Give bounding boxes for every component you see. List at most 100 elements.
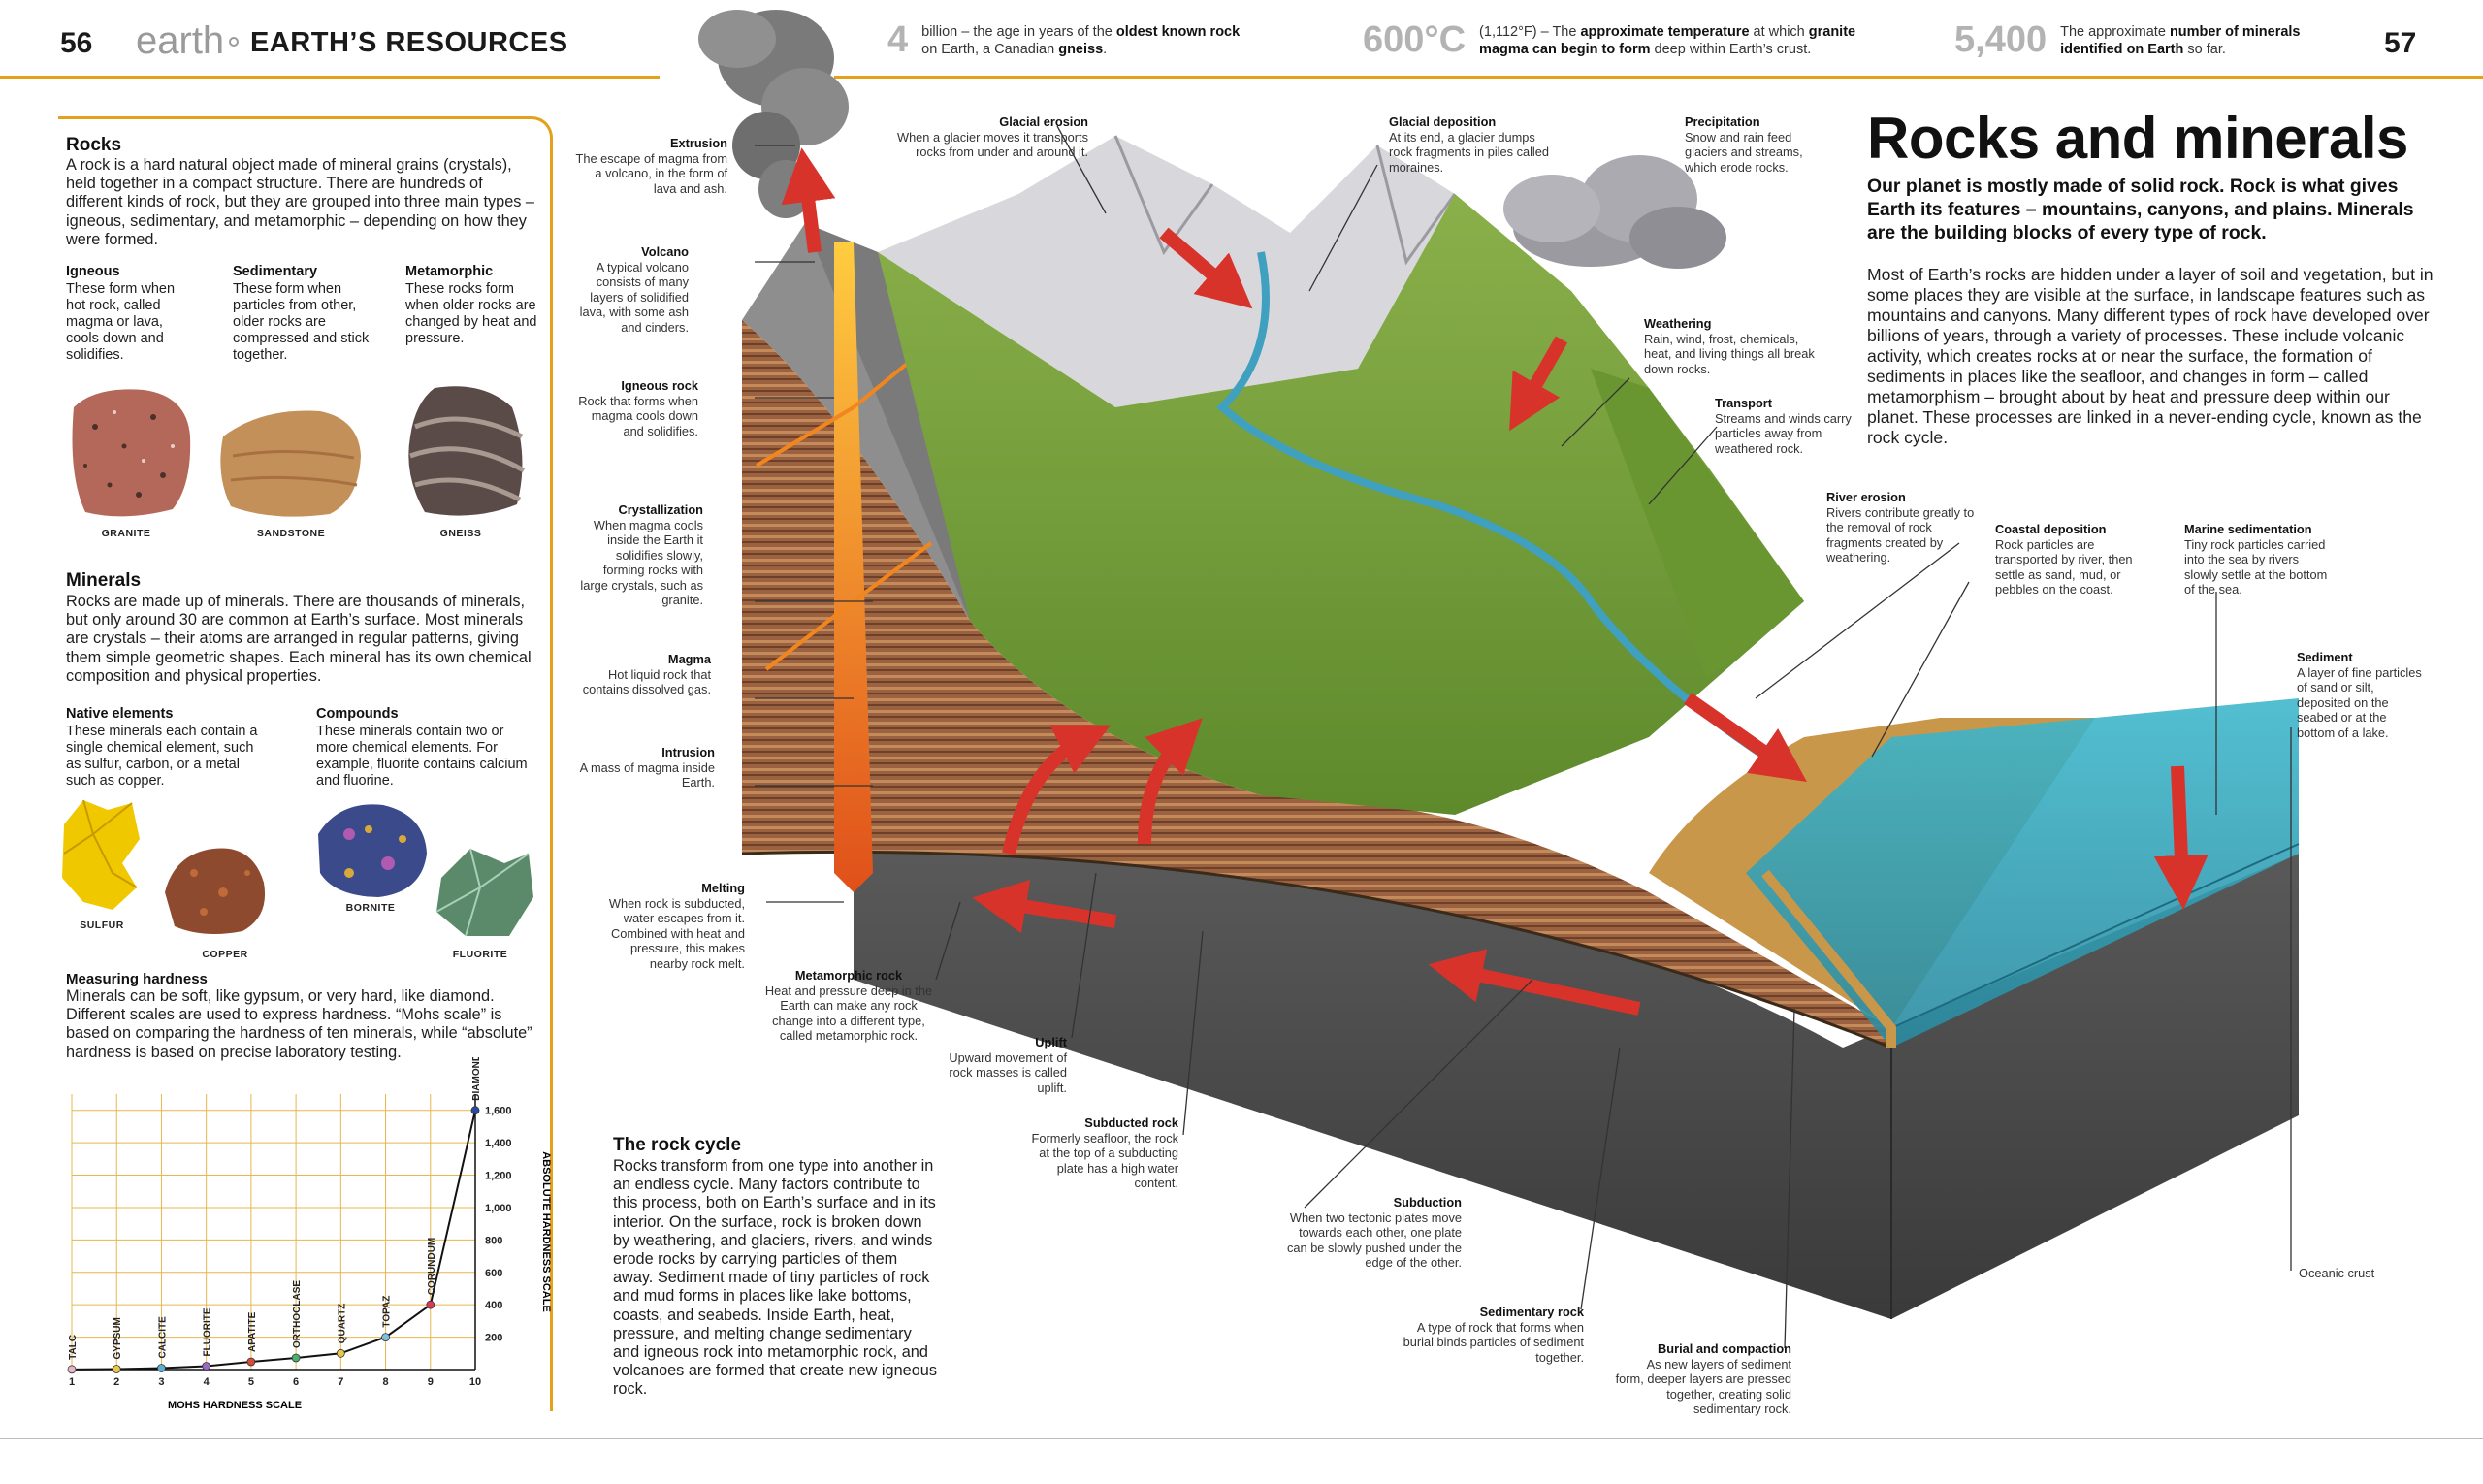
sidebar-panel [58,116,553,1411]
chart-point-label: ORTHOCLASE [292,1280,303,1348]
fact-text: billion – the age in years of the oldest… [921,23,1241,57]
bornite-sample [318,804,427,897]
fact-mineral-count: 5,400 The approximate number of minerals… [1954,19,2361,61]
brand-dot-icon [229,37,239,47]
minerals-heading: Minerals [66,570,142,591]
chart-point-label: QUARTZ [337,1304,347,1344]
page-header: 56 earth EARTH’S RESOURCES 4 billion – t… [0,0,2483,81]
label-oceanic-crust: Oceanic crust [2299,1266,2375,1280]
chart-point [470,1106,480,1115]
igneous-title: Igneous [66,264,120,279]
chart-x-tick-label: 6 [293,1376,299,1388]
header-rule-right [834,76,2483,79]
rock-cycle-illustration [698,10,2300,1349]
header-rule-left [0,76,660,79]
body-paragraph: Most of Earth’s rocks are hidden under a… [1867,265,2434,447]
gneiss-sample [408,386,526,516]
fluorite-sample [435,848,533,937]
chart-y-tick-label: 800 [485,1235,502,1246]
chart-y-axis-label: ABSOLUTE HARDNESS SCALE [540,1151,552,1312]
process-arrows [781,147,2209,1016]
chart-point [426,1300,435,1309]
rock-cycle-heading: The rock cycle [613,1135,742,1155]
rock-cycle-text: Rocks transform from one type into anoth… [613,1157,937,1399]
chart-point [336,1348,345,1358]
chart-x-tick-label: 5 [248,1376,254,1388]
rain-cloud [1503,155,1726,269]
copper-sample [165,848,266,935]
chart-y-tick-label: 1,200 [485,1171,512,1182]
chart-x-tick-label: 10 [469,1376,481,1388]
chart-point [202,1362,211,1371]
chart-x-tick-label: 8 [382,1376,388,1388]
chart-x-axis-label: MOHS HARDNESS SCALE [168,1400,302,1411]
chart-point-label: CALCITE [157,1316,168,1359]
chart-point-label: FLUORITE [203,1307,213,1356]
page-number-left: 56 [60,27,93,59]
chart-y-tick-label: 200 [485,1333,502,1344]
compounds-text: These minerals contain two or more chemi… [316,724,528,789]
chart-y-tick-label: 1,000 [485,1203,512,1214]
igneous-text: These form when hot rock, called magma o… [66,281,176,363]
fact-text: (1,112°F) – The approximate temperature … [1479,23,1856,57]
section-title: EARTH’S RESOURCES [250,27,568,58]
hardness-text: Minerals can be soft, like gypsum, or ve… [66,987,532,1061]
sedimentary-text: These form when particles from other, ol… [233,281,370,363]
chart-point [291,1353,301,1363]
hardness-heading: Measuring hardness [66,971,208,987]
chart-x-tick-label: 7 [338,1376,343,1388]
sandstone-sample [220,410,361,517]
sulfur-caption: SULFUR [80,919,124,931]
chart-point [112,1365,121,1373]
chart-point-label: TOPAZ [382,1296,393,1328]
chart-point [246,1357,256,1367]
brand-logo: earth [136,19,225,62]
snowy-peaks [878,136,1455,407]
fact-oldest-rock: 4 billion – the age in years of the olde… [887,19,1251,61]
fluorite-caption: FLUORITE [452,949,508,960]
chart-y-tick-label: 1,400 [485,1138,512,1149]
fact-number: 5,400 [1954,19,2048,60]
chart-point [157,1364,166,1372]
sedimentary-title: Sedimentary [233,264,318,279]
chart-y-tick-label: 400 [485,1300,502,1311]
river [1216,251,1768,760]
native-elements-text: These minerals each contain a single che… [66,724,258,789]
compounds-title: Compounds [316,706,399,722]
granite-sample [72,389,191,517]
minerals-text: Rocks are made up of minerals. There are… [66,593,532,685]
oceanic-crust-block [854,843,2299,1319]
bornite-caption: BORNITE [345,902,396,914]
lead-paragraph: Our planet is mostly made of solid rock.… [1867,176,2414,243]
gneiss-caption: GNEISS [439,528,482,539]
chart-point [381,1333,390,1341]
page-number-right: 57 [2384,27,2417,59]
footer-rule [0,1438,2483,1439]
chart-y-tick-label: 600 [485,1268,502,1279]
chart-point-label: CORUNDUM [427,1238,437,1295]
native-elements-title: Native elements [66,706,174,722]
sulfur-sample [62,799,140,910]
sandstone-caption: SANDSTONE [256,528,326,539]
chart-x-tick-label: 1 [69,1376,75,1388]
metamorphic-text: These rocks form when older rocks are ch… [405,281,537,346]
